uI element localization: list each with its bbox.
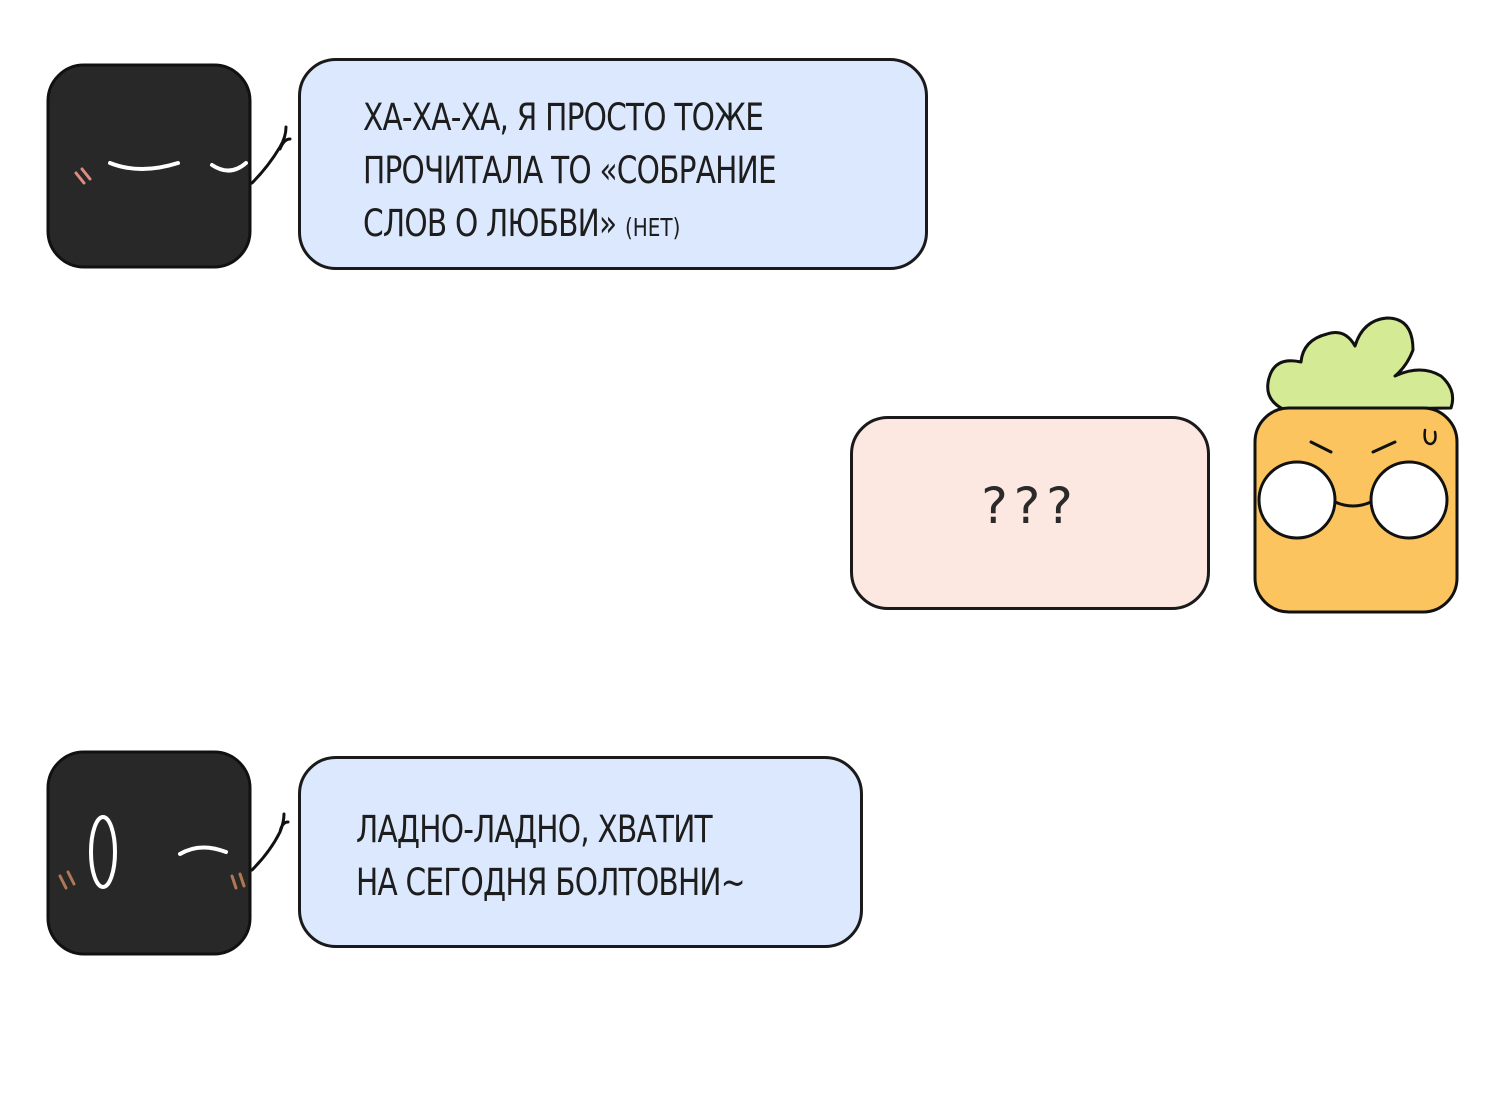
black-cube-character-smiling (46, 63, 292, 269)
speech-bubble-2: ??? (850, 416, 1210, 610)
speech-bubble-3: Ладно-ладно, хватит на сегодня болтовни~ (298, 756, 863, 948)
speech-line: слов о любви» (нет) (363, 197, 776, 254)
speech-line: прочитала то «Собрание (363, 149, 777, 192)
speech-text-1: Ха-ха-ха, я просто тоже прочитала то «Со… (363, 91, 777, 254)
speech-line: Ха-ха-ха, я просто тоже (363, 96, 764, 139)
black-cube-character-surprised (46, 750, 290, 956)
speech-aside: (нет) (624, 213, 681, 242)
speech-line: на сегодня болтовни~ (356, 861, 746, 904)
speech-bubble-1: Ха-ха-ха, я просто тоже прочитала то «Со… (298, 58, 928, 270)
pineapple-character-with-glasses (1253, 316, 1459, 614)
speech-text-3: Ладно-ладно, хватит на сегодня болтовни~ (356, 803, 746, 909)
speech-text-2: ??? (981, 477, 1079, 535)
speech-line-main: слов о любви» (363, 202, 617, 245)
speech-line: Ладно-ладно, хватит (356, 808, 713, 851)
